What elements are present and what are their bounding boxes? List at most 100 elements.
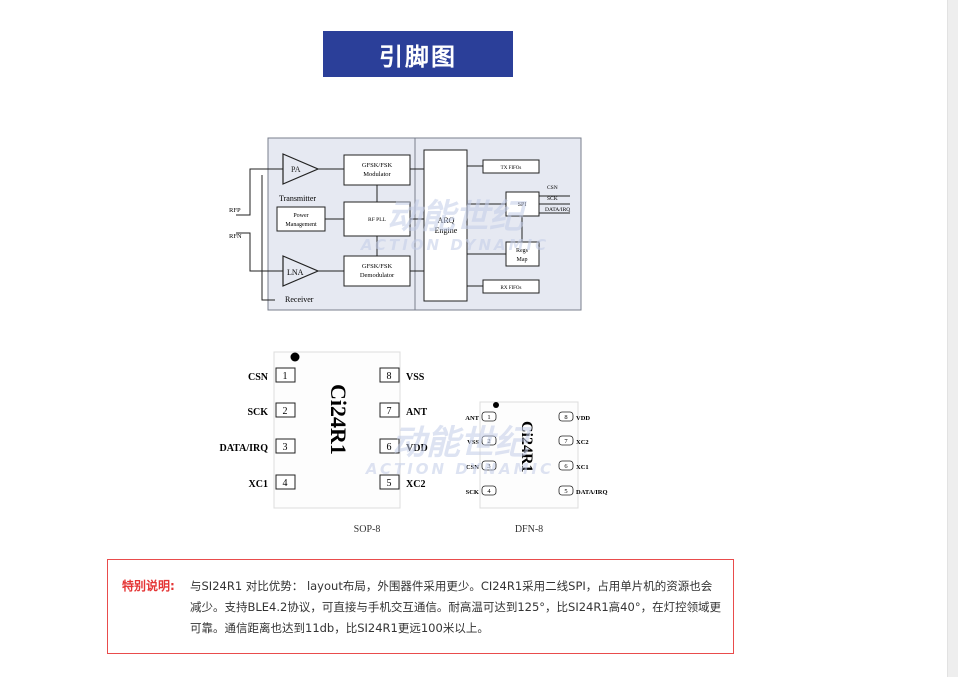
power-management-block (276, 206, 326, 232)
sop8-pin-box (275, 367, 296, 383)
arq-engine-block (423, 149, 468, 302)
demodulator-block (343, 255, 411, 287)
dfn8-pin-name: SCK (466, 489, 479, 496)
sck-label: SCK (547, 196, 558, 202)
sop8-pin-name: ANT (406, 407, 427, 418)
sop8-pin-num: 7 (387, 406, 392, 417)
dfn8-pin-name: XC1 (576, 464, 589, 471)
dfn8-pin-name: VDD (576, 415, 590, 422)
regs-line1: Regs (516, 248, 529, 254)
pa-label: PA (291, 165, 301, 174)
sop8-right-pins: 8 VSS 7 ANT 6 VDD 5 XC2 (379, 367, 428, 490)
dfn8-pin-num: 4 (487, 488, 491, 495)
watermark-cn-text: 动能世纪 (387, 197, 527, 237)
sop8-package: Ci24R1 1 CSN 2 SCK 3 DATA/IRQ 4 XC1 8 (219, 351, 428, 535)
sop8-pin-num: 5 (387, 478, 392, 489)
tx-fifo-label: TX FIFOs (501, 166, 522, 171)
block-diagram: PA GFSK/FSK Modulator Transmitter Power … (229, 137, 582, 311)
dfn8-right-pins: 8 VDD 7 XC2 6 XC1 5 DATA/IRQ (558, 411, 608, 496)
sop8-pin-name: DATA/IRQ (219, 443, 268, 454)
sop8-pin-box (379, 474, 400, 490)
sop8-pin-box (275, 474, 296, 490)
note-label: 特别说明: (122, 579, 175, 593)
dfn8-pin-num: 3 (487, 463, 490, 470)
rx-fifo-label: RX FIFOs (501, 286, 522, 291)
regs-line2: Map (517, 257, 528, 263)
sop8-pin-name: XC2 (406, 479, 425, 490)
dfn8-pin-box (481, 435, 497, 446)
rf-pll-label: RF PLL (368, 217, 387, 223)
dfn8-pin-num: 2 (487, 438, 490, 445)
sop8-pin-name: CSN (248, 372, 269, 383)
watermark-cn-text: 动能世纪 (392, 423, 532, 463)
dfn8-pin-num: 8 (564, 414, 567, 421)
power-line1: Power (293, 213, 308, 219)
sop8-pin-num: 8 (387, 371, 392, 382)
receiver-label: Receiver (285, 295, 314, 304)
dfn8-pin-box (558, 435, 574, 446)
watermark-en-text: ACTION DYNAMIC (360, 236, 549, 254)
lna-label: LNA (287, 268, 304, 277)
modulator-line1: GFSK/FSK (362, 162, 393, 169)
dfn8-pin-name: ANT (465, 415, 479, 422)
page-scrollbar[interactable] (947, 0, 958, 677)
dfn8-package: Ci24R1 1 ANT 2 VSS 3 CSN 4 SCK 8 VDD (465, 401, 608, 535)
regs-map-block (505, 241, 540, 267)
demodulator-line1: GFSK/FSK (362, 263, 393, 270)
special-note-box: 特别说明: 与SI24R1 对比优势： layout布局，外围器件采用更少。CI… (107, 559, 734, 654)
power-line2: Management (285, 222, 317, 228)
diagram-wiring (236, 165, 570, 301)
sop8-pin-num: 4 (283, 478, 288, 489)
sop8-chip-name: Ci24R1 (326, 384, 351, 455)
arq-line2: Engine (435, 226, 458, 235)
rfn-label: RFN (229, 233, 242, 240)
watermark-upper: 动能世纪 ACTION DYNAMIC (360, 197, 549, 254)
sop8-pin-num: 2 (283, 406, 288, 417)
dfn8-pin-num: 5 (564, 488, 567, 495)
transmitter-label: Transmitter (279, 194, 316, 203)
sop8-pin-box (379, 367, 400, 383)
dfn8-pin1-dot (493, 402, 499, 408)
watermark-lower: 动能世纪 ACTION DYNAMIC (365, 423, 554, 478)
dfn8-pin-name: VSS (467, 439, 479, 446)
dfn8-pin-num: 1 (487, 414, 490, 421)
sop8-pin-num: 1 (283, 371, 288, 382)
sop8-pin-box (275, 438, 296, 454)
dfn8-left-pins: 1 ANT 2 VSS 3 CSN 4 SCK (465, 411, 497, 496)
page-title: 引脚图 (323, 31, 513, 77)
sop8-pin-num: 3 (283, 442, 288, 453)
watermark-en-text: ACTION DYNAMIC (365, 460, 554, 478)
dfn8-pin-num: 7 (564, 438, 568, 445)
sop8-pin-box (379, 402, 400, 418)
spi-label: SPI (518, 202, 527, 208)
sop8-pin-name: VDD (406, 443, 428, 454)
dfn8-pin-name: XC2 (576, 439, 589, 446)
rf-pll-block (343, 201, 411, 237)
sop8-pin-name: SCK (247, 407, 268, 418)
sop8-pin-name: XC1 (249, 479, 268, 490)
sop8-pin-box (379, 438, 400, 454)
dfn8-pin-box (481, 460, 497, 471)
modulator-block (343, 154, 411, 186)
sop8-pin-num: 6 (387, 442, 392, 453)
dfn8-pin-num: 6 (564, 463, 568, 470)
dfn8-package-label: DFN-8 (515, 524, 543, 535)
dfn8-pin-name: DATA/IRQ (576, 489, 608, 496)
sop8-pin-name: VSS (406, 372, 425, 383)
rfp-label: RFP (229, 207, 241, 214)
sop8-pin1-dot (290, 352, 300, 362)
sop8-left-pins: 1 CSN 2 SCK 3 DATA/IRQ 4 XC1 (219, 367, 296, 490)
dfn8-pin-name: CSN (466, 464, 479, 471)
demodulator-line2: Demodulator (360, 272, 395, 279)
sop8-pin-box (275, 402, 296, 418)
data-irq-label: DATA/IRQ (545, 207, 570, 213)
dfn8-pin-box (558, 460, 574, 471)
dfn8-pin-box (558, 485, 574, 496)
dfn8-pin-box (481, 485, 497, 496)
dfn8-pin-box (558, 411, 574, 422)
dfn8-pin-box (481, 411, 497, 422)
sop8-package-label: SOP-8 (354, 524, 381, 535)
arq-line1: ARQ (438, 216, 455, 225)
